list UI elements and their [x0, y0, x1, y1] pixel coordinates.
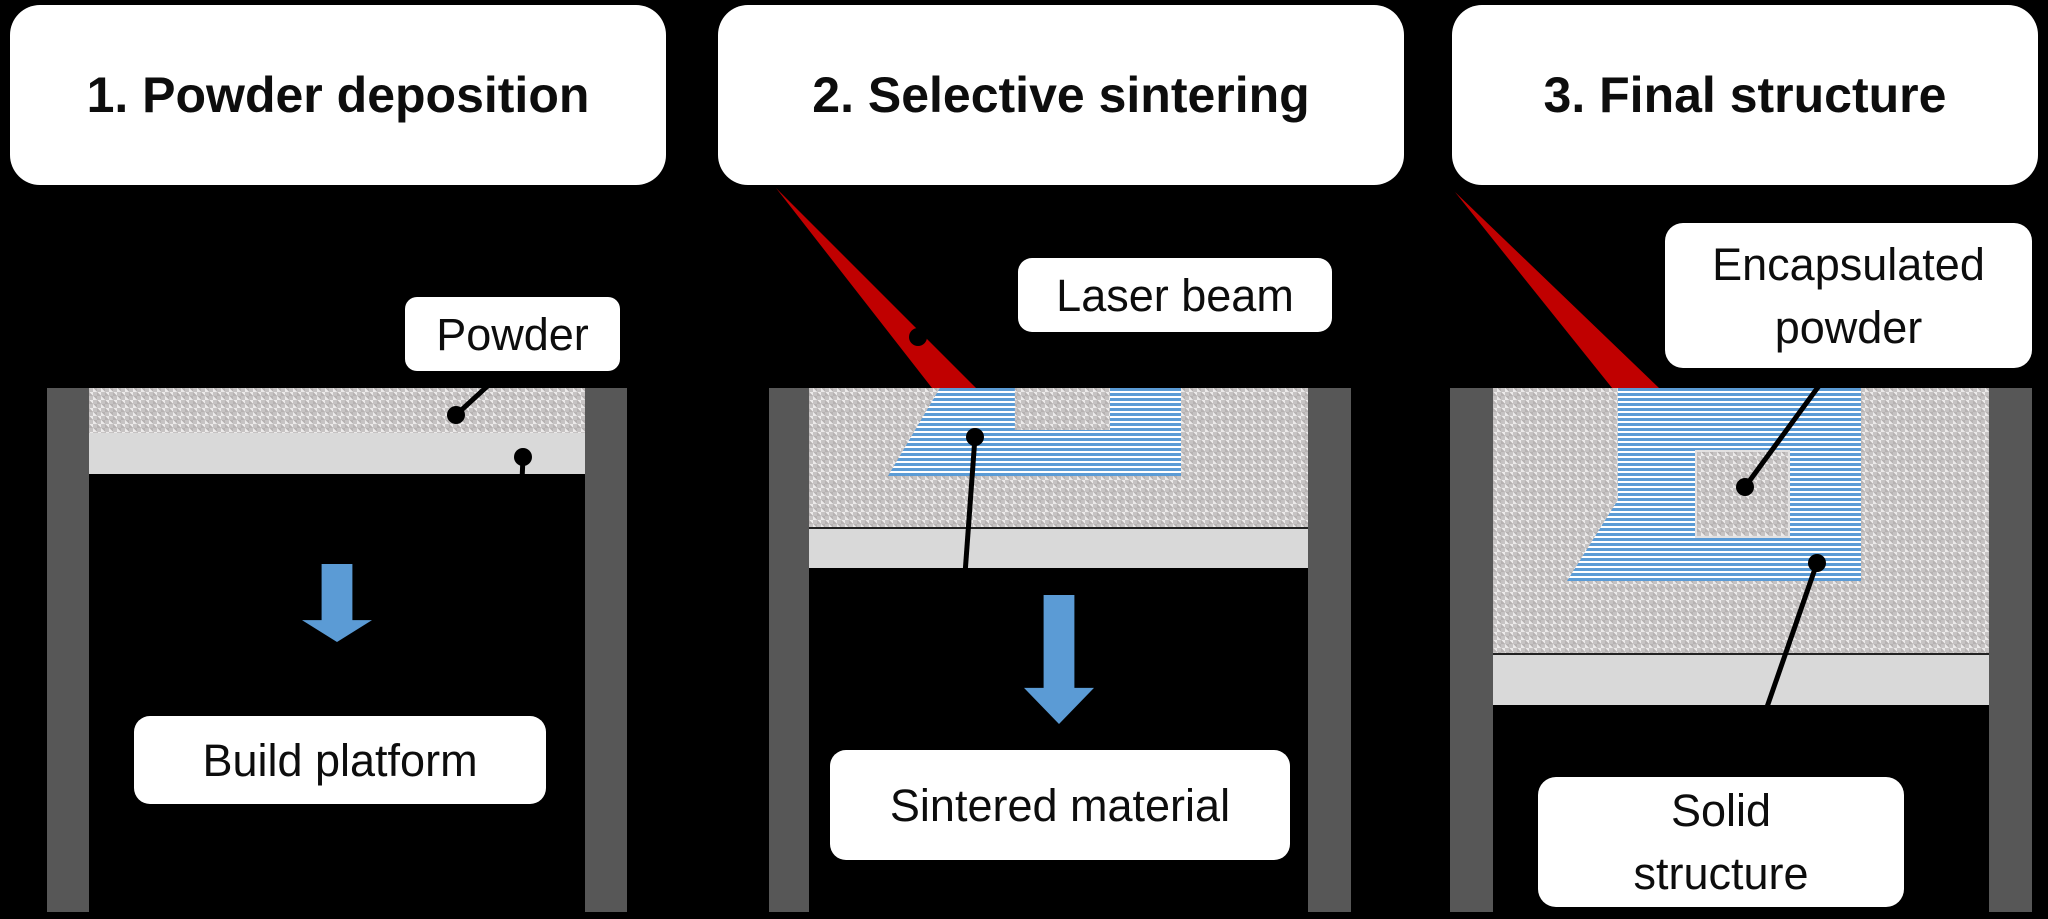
p3-title-text: 3. Final structure	[1543, 67, 1947, 123]
p2-left-wall	[769, 388, 809, 912]
p2-down-arrow-icon	[1024, 595, 1094, 724]
p1-build-platform	[89, 433, 585, 474]
build-platform-label: Build platform	[134, 716, 546, 804]
p2-sintered-region-right	[1110, 388, 1181, 430]
p1-left-wall	[47, 388, 89, 912]
p2-title-text: 2. Selective sintering	[812, 67, 1310, 123]
p1-title-text: 1. Powder deposition	[86, 67, 590, 123]
encapsulated-powder-label-line1: Encapsulated	[1712, 238, 1985, 290]
encapsulated-powder-label: Encapsulated powder	[1665, 223, 2032, 368]
p1-right-wall	[585, 388, 627, 912]
powder-label-text: Powder	[436, 308, 589, 360]
p2-laser-beam	[776, 188, 976, 388]
powder-label: Powder	[405, 297, 620, 371]
laser-beam-label-text: Laser beam	[1056, 269, 1294, 321]
build-platform-label-text: Build platform	[202, 734, 478, 786]
p3-laser-beam	[1455, 192, 1659, 388]
sintered-material-label: Sintered material	[830, 750, 1290, 860]
p3-encapsulated-powder-square	[1695, 450, 1790, 538]
sintered-material-label-text: Sintered material	[889, 779, 1231, 831]
p1-powder-layer	[89, 388, 585, 433]
solid-structure-label: Solid structure	[1538, 777, 1904, 907]
solid-structure-label-line1: Solid	[1670, 785, 1772, 836]
encapsulated-powder-label-line2: powder	[1774, 301, 1923, 353]
p1-down-arrow-icon	[302, 564, 372, 642]
p2-title: 2. Selective sintering	[718, 5, 1404, 185]
p2-right-wall	[1308, 388, 1351, 912]
build-platform-pointer	[509, 448, 532, 719]
laser-beam-label: Laser beam	[1018, 258, 1332, 332]
p3-left-wall	[1450, 388, 1493, 912]
p3-build-platform	[1493, 653, 1989, 705]
p3-title: 3. Final structure	[1452, 5, 2038, 185]
solid-structure-label-line2: structure	[1633, 848, 1809, 899]
p3-right-wall	[1989, 388, 2032, 912]
p1-title: 1. Powder deposition	[10, 5, 666, 185]
p2-build-platform	[809, 527, 1308, 568]
